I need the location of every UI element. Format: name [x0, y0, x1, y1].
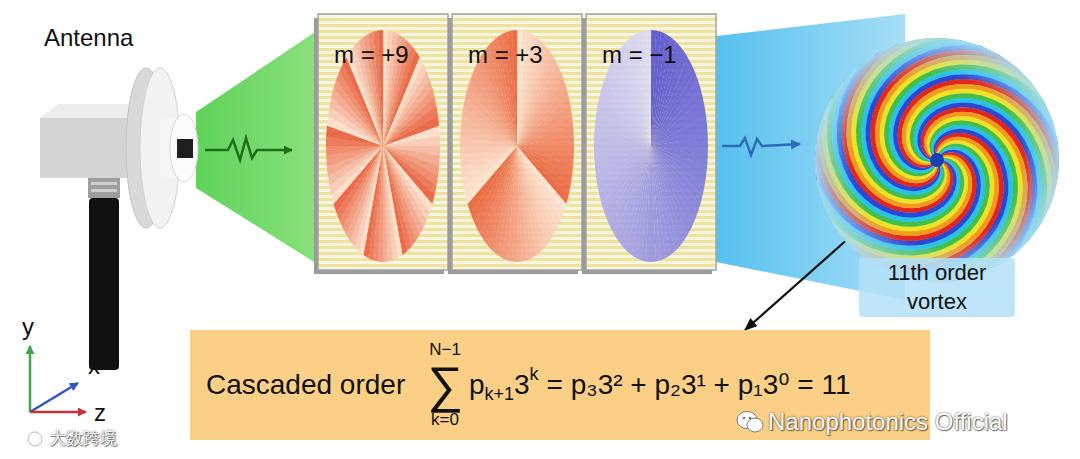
phase-wedge: [651, 126, 708, 146]
formula-term: = p₃3² + p₂3¹ + p₁3⁰ = 11: [547, 369, 851, 401]
y-axis: [29, 346, 32, 412]
wave-arrow: [205, 138, 292, 160]
phase-wedge: [594, 146, 651, 156]
phase-wedge: [651, 136, 708, 146]
formula-term: k=0: [431, 410, 459, 430]
vortex-label-box: 11th order vortex: [859, 258, 1015, 317]
watermark: Nanophotonics Official: [736, 408, 1008, 436]
plate-art: [448, 14, 582, 274]
vortex-beam: 11th order vortex: [813, 36, 1061, 284]
watermark-text: Nanophotonics Official: [768, 408, 1008, 436]
connector-rib: [91, 189, 117, 192]
metasurface-plate: m = −1: [586, 14, 716, 270]
part-name-text: Antenna: [44, 24, 133, 52]
connector-arrow: [745, 242, 845, 330]
phase-wedge: [383, 116, 439, 146]
antenna-aperture-rim: [170, 114, 198, 182]
icon-dot: [743, 416, 746, 419]
plate-art: [582, 14, 716, 274]
vortex-core: [930, 153, 944, 167]
z-axis: [30, 411, 86, 414]
antenna-connector: [88, 178, 120, 198]
horn-antenna: [40, 68, 198, 370]
wechat-icon: [736, 410, 764, 434]
sum-symbol: ∑: [427, 360, 463, 410]
axis-triad: [30, 346, 86, 412]
phase-wedge: [651, 146, 656, 262]
vortex-disk: [815, 38, 1059, 282]
metasurface-plates: [314, 14, 716, 274]
plate-grating: [318, 14, 448, 270]
order-label: m = +3: [468, 40, 574, 70]
phase-wedge: [326, 146, 383, 166]
phase-wedge: [461, 146, 517, 176]
part-name: Antenna: [44, 24, 133, 52]
phase-wedge: [326, 146, 383, 156]
phase-wedge: [460, 146, 517, 156]
axis-name: z: [94, 399, 106, 427]
plate-grating: [452, 14, 582, 270]
phase-wedge: [517, 126, 574, 146]
phase-wedge: [595, 146, 651, 176]
axis-name-text: x: [88, 352, 100, 380]
watermark-text: 大数跨境: [49, 429, 117, 449]
badge-icon: [26, 430, 46, 448]
icon-bubble: [747, 418, 763, 432]
phase-wedge: [517, 116, 573, 146]
antenna-aperture: [177, 139, 193, 158]
vortex-label: 11th order vortex: [863, 259, 1011, 316]
plate-grating: [586, 14, 716, 270]
phase-wedge: [327, 146, 383, 176]
phase-wedge: [460, 146, 517, 166]
antenna-body: [40, 118, 135, 178]
phase-wedge: [517, 146, 522, 262]
phase-wedge: [383, 126, 440, 146]
axis-name: x: [88, 352, 100, 380]
vortex-shape: [813, 36, 1061, 284]
phase-wedge: [517, 146, 527, 262]
formula-term: 3: [514, 369, 530, 401]
vortex-pattern: [815, 38, 1059, 282]
watermark: 大数跨境: [26, 429, 117, 449]
formula-term: k+1: [484, 384, 514, 405]
x-axis: [30, 383, 78, 412]
formula-heading: Cascaded order: [206, 369, 405, 401]
icon-ring: [28, 432, 42, 446]
order-label: m = −1: [602, 40, 708, 70]
phase-wedge: [517, 136, 574, 146]
phase-wedge: [651, 146, 661, 262]
connector-rib: [91, 182, 117, 185]
phase-wedge: [594, 146, 651, 166]
order-label: m = +9: [334, 40, 440, 70]
metasurface-plate: m = +3: [452, 14, 582, 270]
axis-name: y: [22, 313, 34, 341]
axis-name-text: z: [94, 399, 106, 427]
metasurface-plate: m = +9: [318, 14, 448, 270]
antenna-cable: [89, 198, 119, 370]
phase-wedge: [383, 146, 388, 262]
green-beam: [196, 22, 330, 272]
phase-wedge: [383, 146, 393, 262]
formula-term: k: [530, 364, 539, 385]
formula-term: p: [469, 369, 485, 401]
axis-name-text: y: [22, 313, 34, 341]
formula-term: N−1: [429, 340, 461, 360]
icon-ring: [28, 432, 42, 446]
phase-wedge: [651, 116, 707, 146]
icon-dot: [749, 416, 752, 419]
wave-arrow: [722, 138, 800, 155]
phase-wedge: [383, 136, 440, 146]
vortex-fade: [815, 38, 1059, 282]
plate-art: [314, 14, 448, 274]
